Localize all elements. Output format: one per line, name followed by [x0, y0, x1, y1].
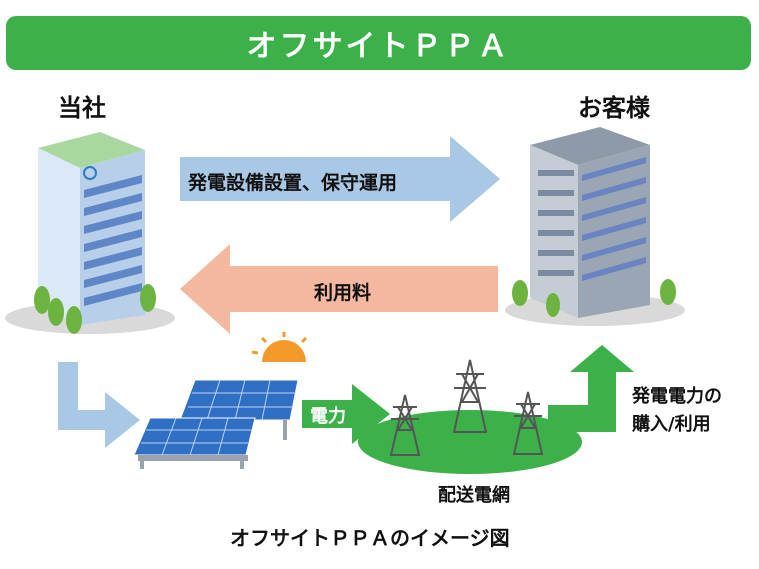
- sun-icon: [251, 332, 308, 362]
- service-arrow: [180, 136, 500, 222]
- company-building-icon: [5, 132, 175, 334]
- purchase-arrow: [548, 345, 634, 432]
- diagram-caption: オフサイトＰＰＡのイメージ図: [230, 526, 510, 550]
- grid-label: 配送電網: [438, 485, 510, 506]
- grid-field: [358, 410, 582, 474]
- transmission-tower-icon: [389, 359, 544, 456]
- company-label: 当社: [58, 94, 106, 122]
- power-arrow-label: 電力: [310, 406, 346, 427]
- fee-arrow-label: 利用料: [314, 282, 372, 304]
- purchase-label-line2: 購入/利用: [632, 414, 711, 435]
- purchase-label-line1: 発電電力の: [632, 386, 722, 407]
- title-banner: オフサイトＰＰＡ: [6, 16, 751, 70]
- banner-title: オフサイトＰＰＡ: [246, 29, 511, 64]
- service-arrow-label: 発電設備設置、保守運用: [188, 172, 398, 194]
- solar-panel-icon: [133, 379, 299, 469]
- customer-label: お客様: [578, 94, 650, 122]
- fee-arrow: [180, 244, 498, 334]
- installation-arrow: [58, 362, 140, 448]
- customer-building-icon: [505, 127, 685, 326]
